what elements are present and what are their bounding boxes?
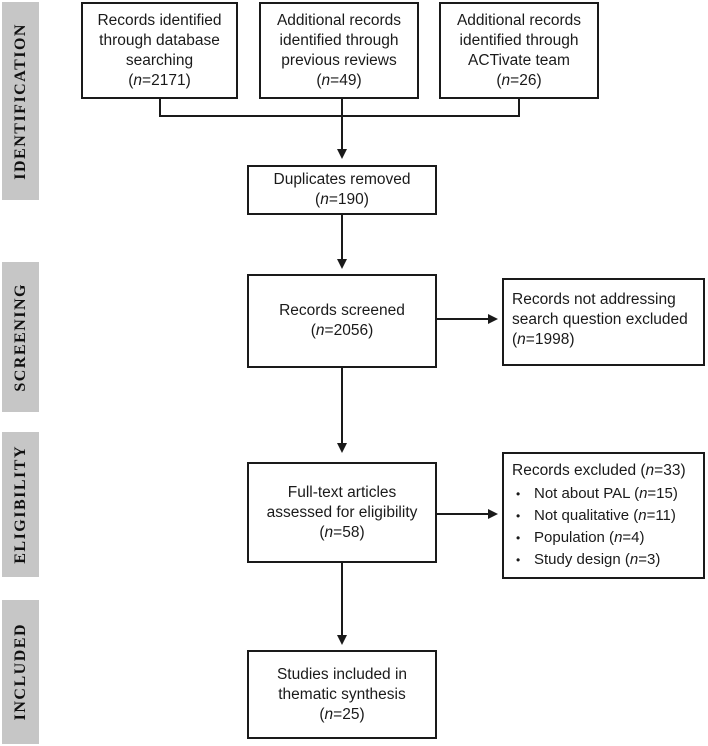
box-duplicates-line1: Duplicates removed — [273, 171, 411, 188]
box-included-line1: Studies included in — [276, 665, 408, 683]
box-database-count: (n=2171) — [128, 71, 191, 89]
box-records-excluded: Records excluded (n=33) Not about PAL (n… — [502, 452, 705, 579]
box-included-count: (n=25) — [319, 705, 365, 723]
box-team-line2: identified through — [459, 31, 579, 49]
box-activate-team: Additional records identified through AC… — [439, 2, 599, 99]
excluded-reason-item: Not about PAL (n=15) — [512, 483, 678, 505]
box-records-screened: Records screened (n=2056) — [247, 274, 437, 368]
box-studies-included: Studies included in thematic synthesis (… — [247, 650, 437, 739]
phase-identification: IDENTIFICATION — [2, 2, 39, 200]
excluded-reason-item: Study design (n=3) — [512, 549, 678, 571]
box-database-line1: Records identified — [97, 11, 222, 29]
box-excluded-title: Records excluded (n=33) — [512, 462, 686, 479]
box-not-addressing-line1: Records not addressing — [512, 291, 676, 308]
box-not-addressing-line2: search question excluded — [512, 311, 688, 328]
box-not-addressing-count: (n=1998) — [512, 331, 575, 348]
box-previous-line1: Additional records — [276, 11, 402, 29]
excluded-reason-item: Not qualitative (n=11) — [512, 505, 678, 527]
excluded-reasons-list: Not about PAL (n=15) Not qualitative (n=… — [512, 483, 678, 571]
box-previous-reviews: Additional records identified through pr… — [259, 2, 419, 99]
box-previous-count: (n=49) — [316, 71, 362, 89]
box-duplicates-removed: Duplicates removed (n=190) — [247, 165, 437, 215]
phase-eligibility: ELIGIBILITY — [2, 432, 39, 577]
box-fulltext-assessed: Full-text articles assessed for eligibil… — [247, 462, 437, 563]
phase-screening: SCREENING — [2, 262, 39, 412]
box-team-count: (n=26) — [496, 71, 542, 89]
excluded-reason-item: Population (n=4) — [512, 527, 678, 549]
box-fulltext-line1: Full-text articles — [287, 483, 397, 501]
box-team-line3: ACTivate team — [468, 51, 570, 69]
box-fulltext-line2: assessed for eligibility — [266, 503, 418, 521]
box-fulltext-count: (n=58) — [319, 523, 365, 541]
box-screened-count: (n=2056) — [310, 322, 374, 339]
box-team-line1: Additional records — [456, 11, 582, 29]
phase-included: INCLUDED — [2, 600, 39, 744]
box-database-records: Records identified through database sear… — [81, 2, 238, 99]
box-screened-line1: Records screened — [279, 302, 405, 319]
box-records-not-addressing: Records not addressing search question e… — [502, 278, 705, 366]
box-included-line2: thematic synthesis — [278, 685, 406, 703]
box-duplicates-count: (n=190) — [315, 191, 369, 208]
box-previous-line2: identified through — [279, 31, 399, 49]
box-database-line3: searching — [125, 51, 194, 69]
box-database-line2: through database — [99, 31, 220, 49]
box-previous-line3: previous reviews — [281, 51, 397, 69]
